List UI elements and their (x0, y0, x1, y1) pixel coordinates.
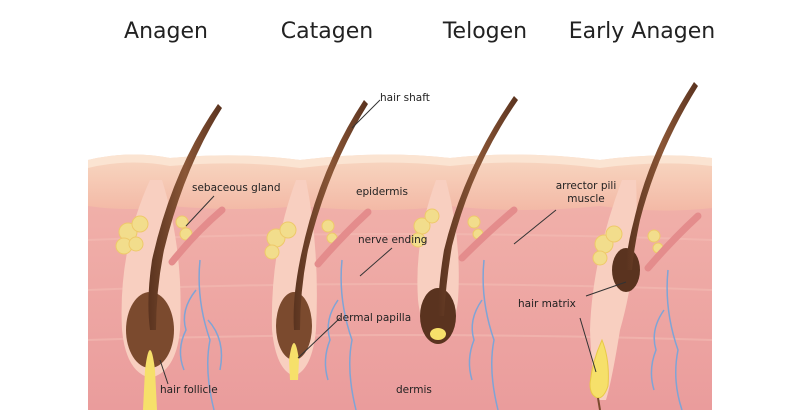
nerve-ending-early-anagen (650, 269, 683, 410)
label-arrector-pili-muscle: arrector pili muscle (555, 180, 617, 205)
label-hair-matrix: hair matrix (518, 298, 576, 310)
dermal-papilla-telogen (430, 328, 446, 340)
nerve-ending-catagen (324, 259, 357, 410)
sebaceous-gland-telogen (410, 208, 484, 248)
early-anagen-stage (589, 82, 702, 410)
anagen-stage (115, 104, 226, 410)
label-hair-shaft: hair shaft (380, 92, 430, 104)
epidermis-layer (88, 154, 712, 211)
hair-shaft-anagen (148, 104, 222, 330)
arrector-pili-early-anagen (644, 212, 702, 272)
label-dermis: dermis (396, 384, 432, 396)
label-sebaceous-gland: sebaceous gland (192, 182, 281, 194)
new-hair-tip (597, 397, 601, 410)
arrector-pili-anagen (168, 206, 226, 266)
hair-shaft-early-anagen (626, 82, 698, 270)
nerve-ending-anagen (179, 259, 223, 410)
sebaceous-gland-catagen (264, 219, 338, 260)
label-nerve-ending: nerve ending (358, 234, 428, 246)
label-hair-follicle: hair follicle (160, 384, 218, 396)
label-dermal-papilla: dermal papilla (336, 312, 412, 324)
stage-title-telogen: Telogen (442, 19, 528, 44)
arrector-pili-telogen (458, 206, 518, 262)
catagen-stage (264, 100, 372, 410)
stage-title-catagen: Catagen (280, 19, 374, 44)
arrector-pili-catagen (314, 208, 372, 268)
dermal-papilla-catagen (289, 343, 299, 380)
leader-lines (159, 99, 627, 385)
dermal-papilla-anagen (143, 350, 157, 410)
telogen-stage (410, 96, 518, 410)
nerve-ending-telogen (468, 259, 499, 410)
stage-title-early-anagen: Early Anagen (568, 19, 716, 44)
stage-title-anagen: Anagen (124, 19, 208, 44)
label-epidermis: epidermis (356, 186, 408, 198)
skin-surface (88, 154, 712, 168)
